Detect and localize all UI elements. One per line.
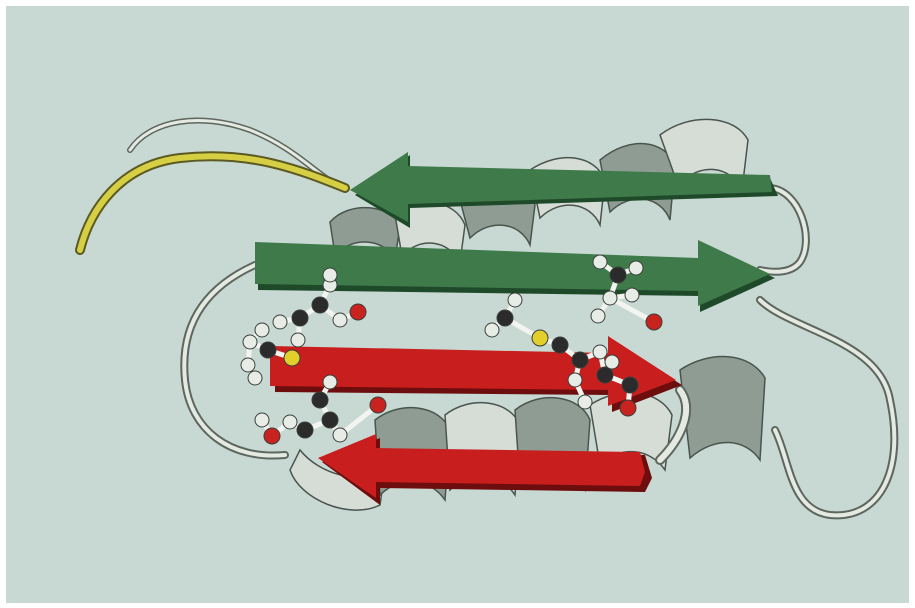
carbon-atom [497,310,513,326]
hydrogen-atom [568,373,582,387]
carbon-atom [292,310,308,326]
hydrogen-atom [291,333,305,347]
hydrogen-atom [283,415,297,429]
carbon-atom [597,367,613,383]
hydrogen-atom [593,255,607,269]
hydrogen-atom [255,323,269,337]
carbon-atom [260,342,276,358]
carbon-atom [622,377,638,393]
carbon-atom [572,352,588,368]
carbon-atom [297,422,313,438]
hydrogen-atom [629,261,643,275]
background-panel [6,6,909,603]
hydrogen-atom [593,345,607,359]
hydrogen-atom [273,315,287,329]
sulfur-atom [532,330,548,346]
hydrogen-atom [605,355,619,369]
oxygen-atom [620,400,636,416]
hydrogen-atom [333,313,347,327]
hydrogen-atom [333,428,347,442]
sulfur-atom [284,350,300,366]
oxygen-atom [264,428,280,444]
hydrogen-atom [255,413,269,427]
carbon-atom [552,337,568,353]
hydrogen-atom [248,371,262,385]
hydrogen-atom [603,291,617,305]
carbon-atom [322,412,338,428]
hydrogen-atom [625,288,639,302]
carbon-atom [312,392,328,408]
hydrogen-atom [578,395,592,409]
oxygen-atom [350,304,366,320]
hydrogen-atom [508,293,522,307]
oxygen-atom [646,314,662,330]
carbon-atom [312,297,328,313]
hydrogen-atom [241,358,255,372]
hydrogen-atom [591,309,605,323]
hydrogen-atom [243,335,257,349]
hydrogen-atom [485,323,499,337]
carbon-atom [610,267,626,283]
hydrogen-atom [323,268,337,282]
hydrogen-atom [323,375,337,389]
oxygen-atom [370,397,386,413]
